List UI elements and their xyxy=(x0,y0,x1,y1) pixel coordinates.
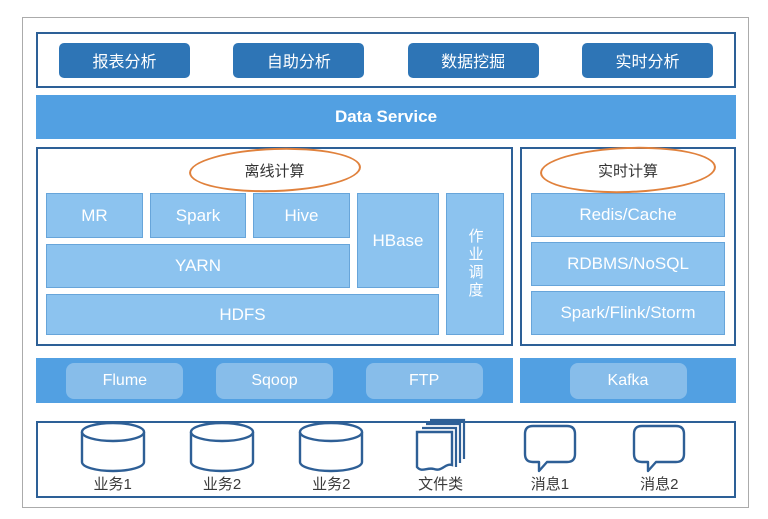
source-message-1: 消息1 xyxy=(500,423,600,493)
offline-panel-title: 离线计算 xyxy=(244,162,305,180)
tool-sqoop: Sqoop xyxy=(215,362,333,399)
realtime-panel-title: 实时计算 xyxy=(597,162,658,180)
block-redis-cache: Redis/Cache xyxy=(531,193,725,237)
source-label: 业务2 xyxy=(202,476,242,493)
block-rdbms-nosql: RDBMS/NoSQL xyxy=(531,242,725,286)
realtime-panel-header: 实时计算 xyxy=(522,143,734,197)
ingestion-bar-batch: Flume Sqoop FTP xyxy=(36,358,513,403)
tool-flume: Flume xyxy=(66,362,184,399)
source-message-2: 消息2 xyxy=(609,423,709,493)
analytics-apps-box: 报表分析 自助分析 数据挖掘 实时分析 xyxy=(36,32,736,88)
source-business-2: 业务2 xyxy=(172,419,272,493)
source-label: 消息1 xyxy=(530,476,570,493)
block-spark: Spark xyxy=(150,193,246,238)
data-service-bar: Data Service xyxy=(36,95,736,139)
realtime-computing-panel: 实时计算 Redis/Cache RDBMS/NoSQL Spark/Flink… xyxy=(520,143,736,346)
diagram-outer-frame: 报表分析 自助分析 数据挖掘 实时分析 Data Service 离线计算 MR… xyxy=(22,17,749,508)
block-job-scheduler: 作业调度 xyxy=(446,193,504,335)
block-hive: Hive xyxy=(253,193,350,238)
source-label: 文件类 xyxy=(418,476,464,493)
source-business-3: 业务2 xyxy=(281,419,381,493)
tool-kafka: Kafka xyxy=(569,362,687,399)
data-sources-box: 业务1 业务2 业务2 文件类 xyxy=(36,418,736,498)
ingestion-bar-stream: Kafka xyxy=(520,358,736,403)
files-icon xyxy=(415,418,465,471)
database-icon xyxy=(80,421,145,473)
source-label: 消息2 xyxy=(640,476,679,493)
app-data-mining: 数据挖掘 xyxy=(407,42,539,78)
message-icon xyxy=(633,424,686,473)
block-hbase: HBase xyxy=(357,193,439,288)
tool-ftp: FTP xyxy=(365,362,483,399)
app-selfservice-analysis: 自助分析 xyxy=(233,42,365,78)
source-files: 文件类 xyxy=(391,417,491,493)
block-hdfs: HDFS xyxy=(46,294,439,335)
database-icon xyxy=(189,421,255,473)
app-report-analysis: 报表分析 xyxy=(59,42,190,78)
app-realtime-analysis: 实时分析 xyxy=(581,42,713,78)
block-spark-flink-storm: Spark/Flink/Storm xyxy=(531,291,725,335)
block-yarn: YARN xyxy=(46,244,350,288)
offline-panel-header: 离线计算 xyxy=(38,145,511,195)
offline-grid: MR Spark Hive HBase 作业调度 YARN HDFS xyxy=(46,193,504,335)
realtime-stack: Redis/Cache RDBMS/NoSQL Spark/Flink/Stor… xyxy=(531,193,725,335)
database-icon xyxy=(299,421,364,473)
source-label: 业务1 xyxy=(93,476,132,493)
source-business-1: 业务1 xyxy=(63,419,163,493)
message-icon xyxy=(523,424,577,473)
block-mr: MR xyxy=(46,193,143,238)
offline-computing-panel: 离线计算 MR Spark Hive HBase 作业调度 YARN HDFS xyxy=(36,145,513,346)
source-label: 业务2 xyxy=(312,476,351,493)
